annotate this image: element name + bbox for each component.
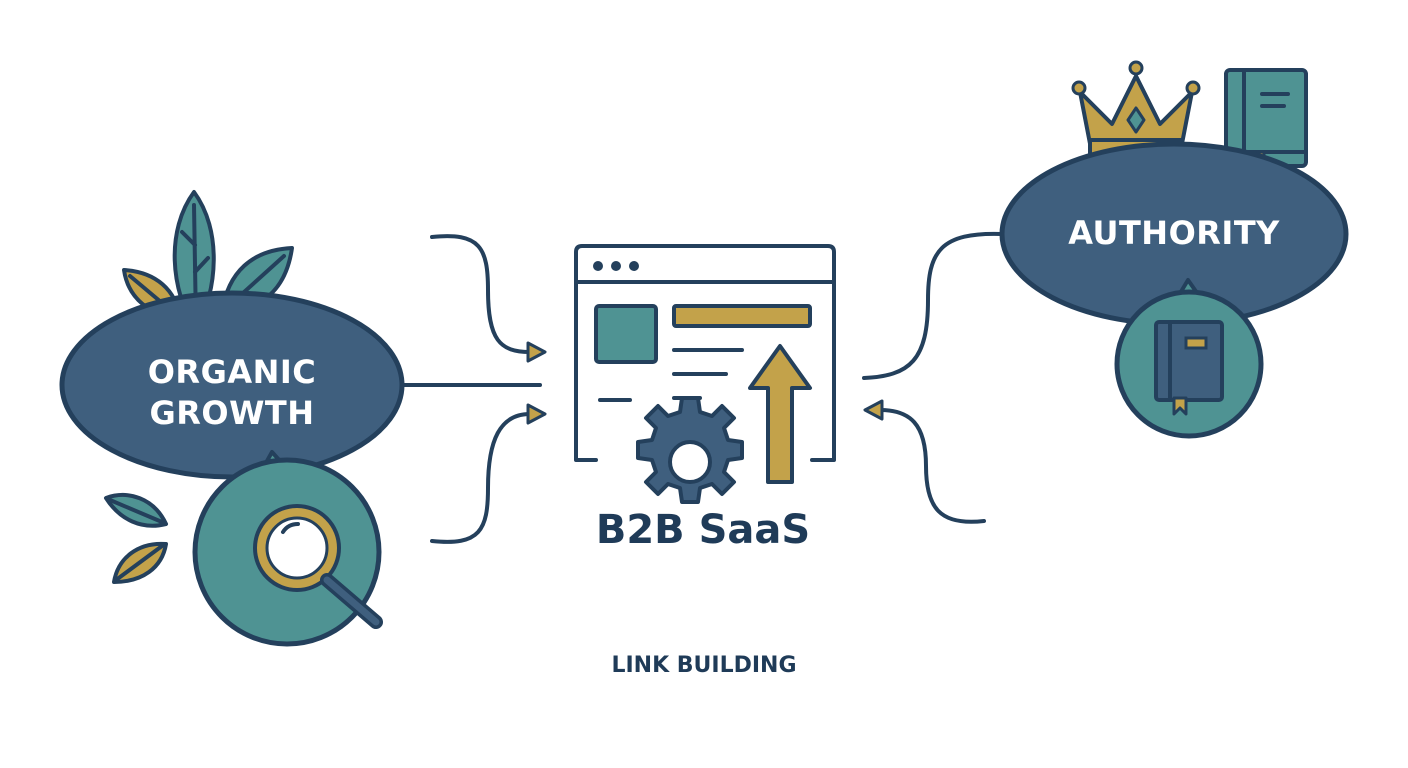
center-label: B2B SaaS [596, 507, 810, 553]
footer-label: LINK BUILDING [611, 653, 796, 678]
magnifier-icon [192, 450, 383, 647]
browser-window-icon [574, 244, 836, 462]
organic-label-line2: GROWTH [149, 394, 314, 432]
left-connectors [402, 234, 547, 544]
gear-icon [636, 396, 744, 504]
leaf-icon [112, 541, 168, 584]
authority-node: AUTHORITY [999, 60, 1349, 439]
book-icon [1114, 278, 1264, 439]
leaf-icon [104, 493, 168, 528]
right-connectors [862, 231, 1004, 524]
organic-label-line1: ORGANIC [148, 353, 317, 391]
arrow-up-icon [748, 344, 812, 484]
authority-label: AUTHORITY [1068, 214, 1280, 252]
organic-growth-node: ORGANIC GROWTH [59, 190, 405, 647]
